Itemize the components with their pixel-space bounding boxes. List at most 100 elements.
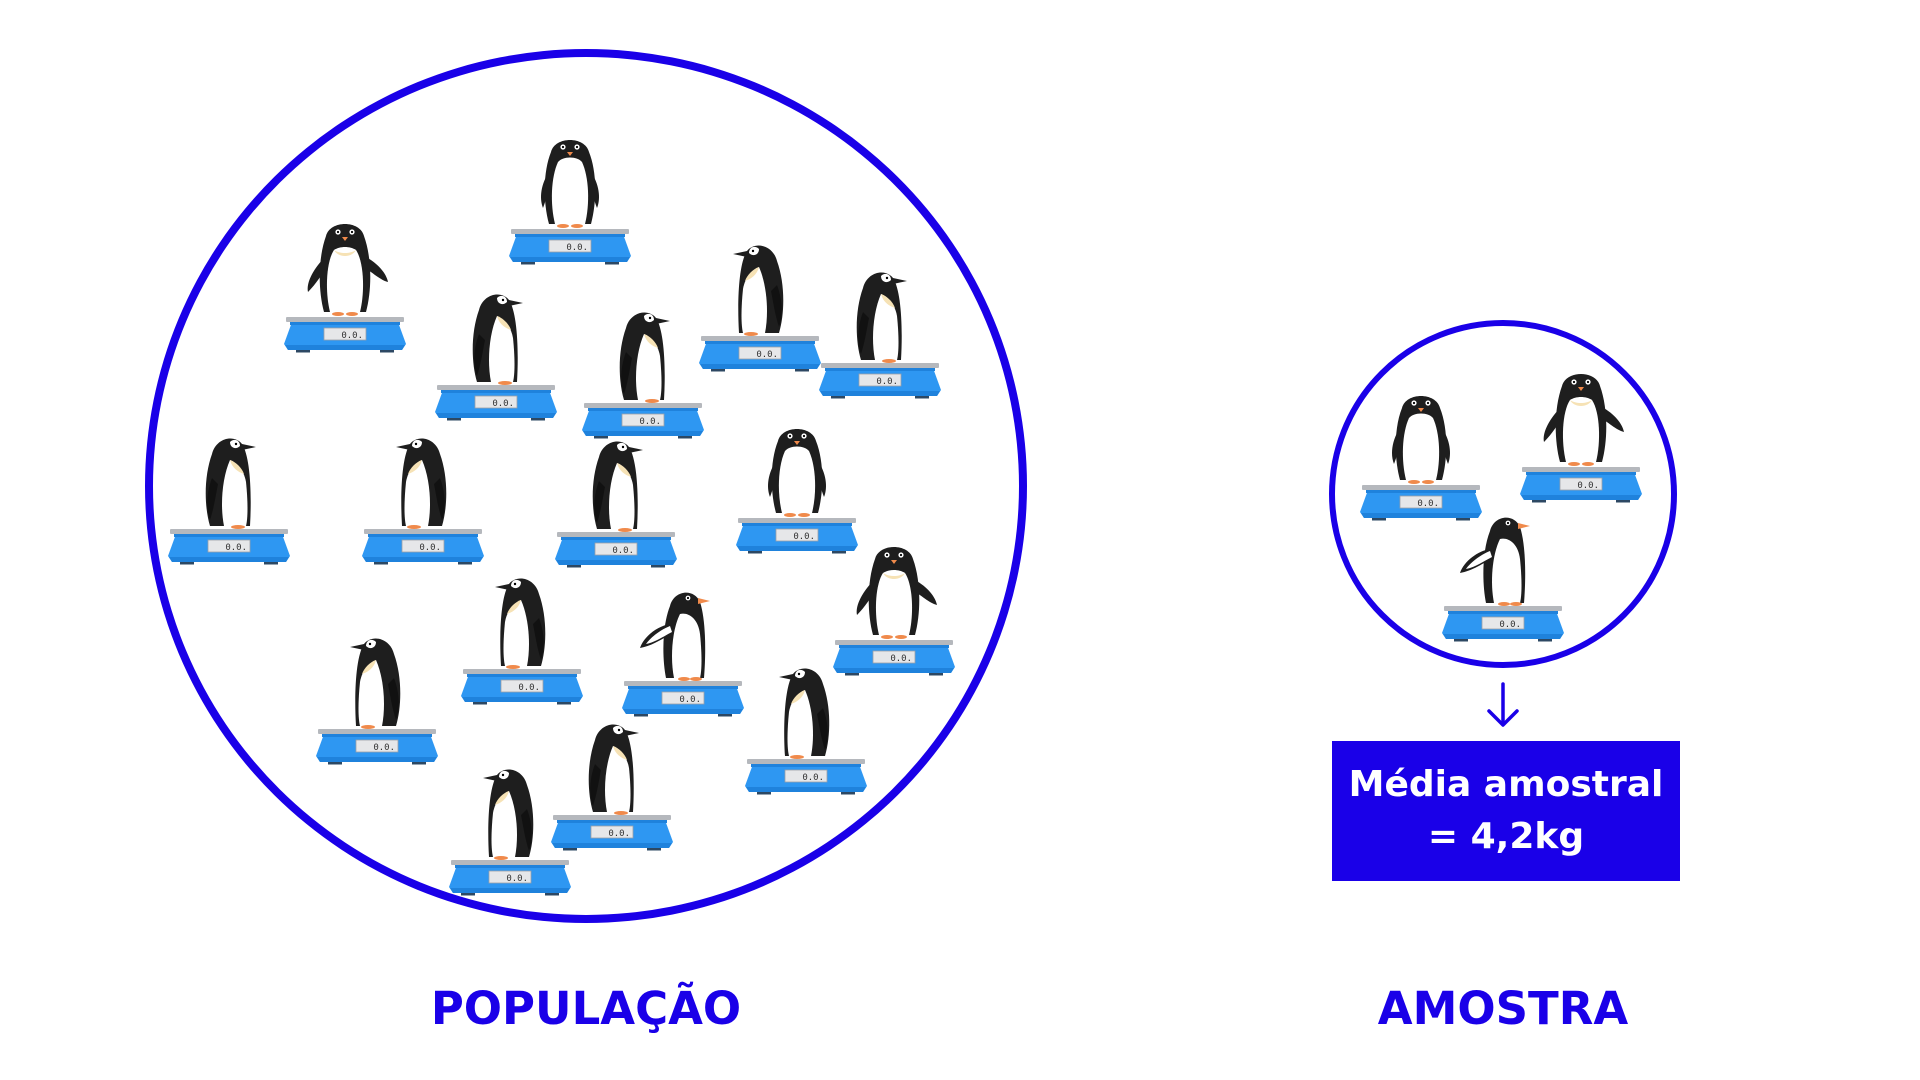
svg-text:0.0.: 0.0. [793, 532, 815, 542]
weighing-scale-icon: 0.0. [362, 529, 484, 565]
penguin-scale-icon: 0.0. [509, 140, 631, 265]
penguin-icon [588, 724, 639, 815]
sample-penguin-on-scale: 0.0. [1516, 360, 1646, 510]
penguin-scale-icon: 0.0. [1520, 374, 1642, 503]
population-label: POPULAÇÃO [430, 982, 742, 1035]
penguin-scale-icon: 0.0. [819, 272, 941, 399]
population-penguin-on-scale: 0.0. [695, 229, 825, 379]
penguin-icon [483, 769, 534, 860]
svg-text:0.0.: 0.0. [608, 829, 630, 839]
penguin-scale-icon: 0.0. [435, 294, 557, 421]
svg-text:0.0.: 0.0. [1577, 481, 1599, 491]
weighing-scale-icon: 0.0. [509, 229, 631, 265]
penguin-icon [619, 312, 670, 403]
weighing-scale-icon: 0.0. [1442, 606, 1564, 642]
arrow-down-icon [1487, 682, 1519, 727]
weighing-scale-icon: 0.0. [449, 860, 571, 896]
population-penguin-on-scale: 0.0. [741, 652, 871, 802]
penguin-scale-icon: 0.0. [699, 245, 821, 372]
penguin-icon [1460, 517, 1530, 606]
svg-text:0.0.: 0.0. [518, 683, 540, 693]
penguin-icon [205, 438, 256, 529]
population-penguin-on-scale: 0.0. [732, 411, 862, 561]
penguin-icon [592, 441, 643, 532]
weighing-scale-icon: 0.0. [555, 532, 677, 568]
sample-mean-value: = 4,2kg [1427, 816, 1585, 857]
weighing-scale-icon: 0.0. [745, 759, 867, 795]
sample-mean-box: Média amostral = 4,2kg [1332, 741, 1680, 881]
penguin-scale-icon: 0.0. [1360, 396, 1482, 521]
svg-text:0.0.: 0.0. [566, 243, 588, 253]
weighing-scale-icon: 0.0. [316, 729, 438, 765]
weighing-scale-icon: 0.0. [833, 640, 955, 676]
sample-mean-title: Média amostral [1348, 764, 1664, 805]
penguin-icon [1543, 374, 1624, 466]
population-penguin-on-scale: 0.0. [829, 533, 959, 683]
penguin-scale-icon: 0.0. [745, 668, 867, 795]
weighing-scale-icon: 0.0. [1520, 467, 1642, 503]
weighing-scale-icon: 0.0. [622, 681, 744, 717]
population-penguin-on-scale: 0.0. [578, 296, 708, 446]
population-penguin-on-scale: 0.0. [505, 122, 635, 272]
svg-text:0.0.: 0.0. [373, 743, 395, 753]
svg-text:0.0.: 0.0. [492, 399, 514, 409]
svg-text:0.0.: 0.0. [1499, 620, 1521, 630]
svg-text:0.0.: 0.0. [876, 377, 898, 387]
svg-text:0.0.: 0.0. [890, 654, 912, 664]
weighing-scale-icon: 0.0. [435, 385, 557, 421]
sample-penguin-on-scale: 0.0. [1438, 499, 1568, 649]
penguin-scale-icon: 0.0. [316, 638, 438, 765]
weighing-scale-icon: 0.0. [1360, 485, 1482, 521]
population-penguin-on-scale: 0.0. [431, 278, 561, 428]
population-penguin-on-scale: 0.0. [618, 574, 748, 724]
weighing-scale-icon: 0.0. [551, 815, 673, 851]
penguin-icon [495, 578, 546, 669]
population-circle [145, 49, 1027, 923]
penguin-icon [856, 272, 907, 363]
penguin-icon [472, 294, 523, 385]
population-penguin-on-scale: 0.0. [445, 753, 575, 903]
penguin-icon [1392, 396, 1450, 484]
population-penguin-on-scale: 0.0. [280, 210, 410, 360]
weighing-scale-icon: 0.0. [699, 336, 821, 372]
penguin-scale-icon: 0.0. [833, 547, 955, 676]
population-penguin-on-scale: 0.0. [547, 708, 677, 858]
penguin-scale-icon: 0.0. [284, 224, 406, 353]
penguin-icon [396, 438, 447, 529]
svg-text:0.0.: 0.0. [419, 543, 441, 553]
penguin-icon [733, 245, 784, 336]
penguin-scale-icon: 0.0. [582, 312, 704, 439]
penguin-icon [307, 224, 388, 316]
penguin-scale-icon: 0.0. [736, 429, 858, 554]
penguin-scale-icon: 0.0. [1442, 517, 1564, 642]
svg-text:0.0.: 0.0. [679, 695, 701, 705]
population-penguin-on-scale: 0.0. [815, 256, 945, 406]
penguin-scale-icon: 0.0. [551, 724, 673, 851]
penguin-scale-icon: 0.0. [168, 438, 290, 565]
weighing-scale-icon: 0.0. [461, 669, 583, 705]
population-penguin-on-scale: 0.0. [312, 622, 442, 772]
population-penguin-on-scale: 0.0. [457, 562, 587, 712]
svg-text:0.0.: 0.0. [802, 773, 824, 783]
penguin-scale-icon: 0.0. [555, 441, 677, 568]
svg-text:0.0.: 0.0. [639, 417, 661, 427]
sample-circle [1329, 320, 1677, 668]
penguin-scale-icon: 0.0. [362, 438, 484, 565]
sample-penguin-on-scale: 0.0. [1356, 378, 1486, 528]
sample-label: AMOSTRA [1377, 982, 1629, 1035]
weighing-scale-icon: 0.0. [582, 403, 704, 439]
weighing-scale-icon: 0.0. [284, 317, 406, 353]
svg-text:0.0.: 0.0. [756, 350, 778, 360]
population-penguin-on-scale: 0.0. [358, 422, 488, 572]
svg-text:0.0.: 0.0. [506, 874, 528, 884]
penguin-icon [768, 429, 826, 517]
penguin-scale-icon: 0.0. [449, 769, 571, 896]
penguin-icon [640, 592, 710, 681]
penguin-icon [779, 668, 830, 759]
penguin-icon [541, 140, 599, 228]
weighing-scale-icon: 0.0. [819, 363, 941, 399]
weighing-scale-icon: 0.0. [736, 518, 858, 554]
svg-text:0.0.: 0.0. [1417, 499, 1439, 509]
penguin-scale-icon: 0.0. [622, 592, 744, 717]
penguin-icon [350, 638, 401, 729]
